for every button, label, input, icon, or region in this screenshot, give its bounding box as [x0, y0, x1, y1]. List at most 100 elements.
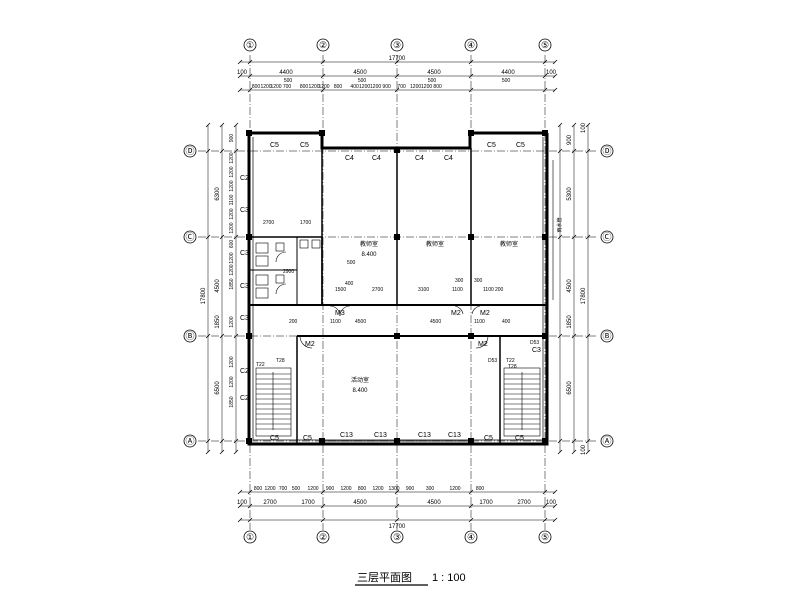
bottom-detail-dim: 700	[279, 486, 288, 492]
axis-bubbles	[183, 38, 614, 544]
top-detail-dim: 1200	[270, 84, 281, 90]
bottom-detail-dim: 500	[292, 486, 301, 492]
window-label: C13	[340, 432, 353, 439]
window-label: C3	[240, 207, 249, 214]
left-detail-dim: 600	[229, 240, 235, 249]
top-total-dim: 17700	[389, 56, 406, 62]
interior-dim: 4500	[355, 319, 366, 325]
room-name-1: 教师室	[360, 240, 378, 248]
left-detail-dim: 1200	[229, 316, 235, 327]
left-span-4: 6500	[215, 381, 221, 395]
axis-label-v4-top: ④	[467, 40, 475, 50]
top-detail-dim: 1200	[410, 84, 421, 90]
axis-label-v3-top: ③	[393, 40, 401, 50]
left-total-dim: 17800	[201, 287, 207, 304]
dimension-ticks	[205, 59, 591, 523]
bottom-detail-dim: 1200	[340, 486, 351, 492]
axis-label-hA-left: Ⓐ	[185, 436, 194, 446]
bottom-mid-2: 1700	[301, 500, 315, 506]
right-span-1: 5300	[567, 187, 573, 201]
interior-dim: 3100	[418, 287, 429, 293]
interior-dim: 200	[289, 319, 298, 325]
top-span-2: 4500	[353, 70, 367, 76]
window-label: C3	[532, 347, 541, 354]
left-detail-dim: 1200	[229, 166, 235, 177]
top-sub-3: 500	[428, 78, 437, 84]
axis-label-v5-bottom: ⑤	[541, 532, 549, 542]
bottom-detail-dim: 1200	[372, 486, 383, 492]
axis-label-v5-top: ⑤	[541, 40, 549, 50]
window-label: C3	[240, 315, 249, 322]
room-name-4: 活动室	[351, 376, 369, 384]
top-edge-right: 100	[546, 70, 557, 76]
stairwells	[255, 367, 541, 437]
top-detail-dim: 1200	[318, 84, 329, 90]
top-sub-1: 500	[284, 78, 293, 84]
bottom-mid-6: 2700	[517, 500, 531, 506]
bottom-edge-right: 100	[546, 500, 557, 506]
top-sub-4: 500	[502, 78, 511, 84]
top-edge-left: 100	[237, 70, 248, 76]
top-span-3: 4500	[427, 70, 441, 76]
drawing-title: 三层平面图	[357, 571, 412, 584]
door-label: M2	[451, 310, 461, 317]
top-detail-dim: 900	[382, 84, 391, 90]
axis-label-hD-left: Ⓓ	[185, 146, 194, 156]
interior-dim: 1100	[474, 319, 485, 325]
left-detail-dim: 1850	[229, 396, 235, 407]
left-detail-dim: 1850	[229, 278, 235, 289]
door-swings	[299, 305, 489, 349]
stair-label: T28	[508, 364, 517, 370]
top-sub-2: 500	[358, 78, 367, 84]
window-label: C5	[300, 142, 309, 149]
window-label: C2	[240, 175, 249, 182]
window-label: C3	[240, 250, 249, 257]
window-label: C13	[374, 432, 387, 439]
stair-label: T28	[276, 358, 285, 364]
bottom-total-dim: 17700	[389, 524, 406, 530]
top-span-1: 4400	[279, 70, 293, 76]
interior-dim: 1700	[300, 220, 311, 226]
left-detail-dim: 1200	[229, 152, 235, 163]
right-downpipe	[547, 160, 554, 300]
left-detail-dim: 1100	[229, 194, 235, 205]
stair-label: T22	[506, 358, 515, 364]
top-detail-dim: 800	[252, 84, 261, 90]
window-label: C5	[516, 142, 525, 149]
window-label: C13	[448, 432, 461, 439]
interior-dim: 2700	[372, 287, 383, 293]
top-detail-dim: 800	[334, 84, 343, 90]
top-detail-dim: 700	[283, 84, 292, 90]
interior-dim: 500	[347, 260, 356, 266]
detail-ref-label: D53	[530, 340, 539, 346]
window-label: C4	[345, 155, 354, 162]
right-total-dim: 17800	[581, 287, 587, 304]
room-name-3: 教师室	[500, 240, 518, 248]
bottom-detail-dim: 300	[426, 486, 435, 492]
bottom-mid-3: 4500	[353, 500, 367, 506]
bottom-detail-dim: 1200	[307, 486, 318, 492]
left-detail-dim: 1200	[229, 252, 235, 263]
interior-dim: 300	[455, 278, 464, 284]
axis-label-hA-right: Ⓐ	[602, 436, 611, 446]
window-label: C13	[418, 432, 431, 439]
axis-label-hB-right: Ⓑ	[602, 331, 611, 341]
axis-label-v4-bottom: ④	[467, 532, 475, 542]
top-detail-dim: 1200	[370, 84, 381, 90]
drawing-scale: 1 : 100	[432, 572, 466, 584]
stair-label: T22	[256, 362, 265, 368]
door-label: M2	[478, 341, 488, 348]
door-label: M2	[480, 310, 490, 317]
top-detail-dim: 1200	[260, 84, 271, 90]
bottom-detail-dim: 1300	[388, 486, 399, 492]
axis-label-v2-bottom: ②	[319, 532, 327, 542]
interior-dim: 1100	[330, 319, 341, 325]
left-detail-dim: 1200	[229, 180, 235, 191]
axis-label-v1-bottom: ①	[246, 532, 254, 542]
axis-label-v3-bottom: ③	[393, 532, 401, 542]
bottom-detail-dim: 800	[254, 486, 263, 492]
window-label: C4	[444, 155, 453, 162]
right-span-2: 4500	[567, 279, 573, 293]
top-detail-dim: 800	[433, 84, 442, 90]
